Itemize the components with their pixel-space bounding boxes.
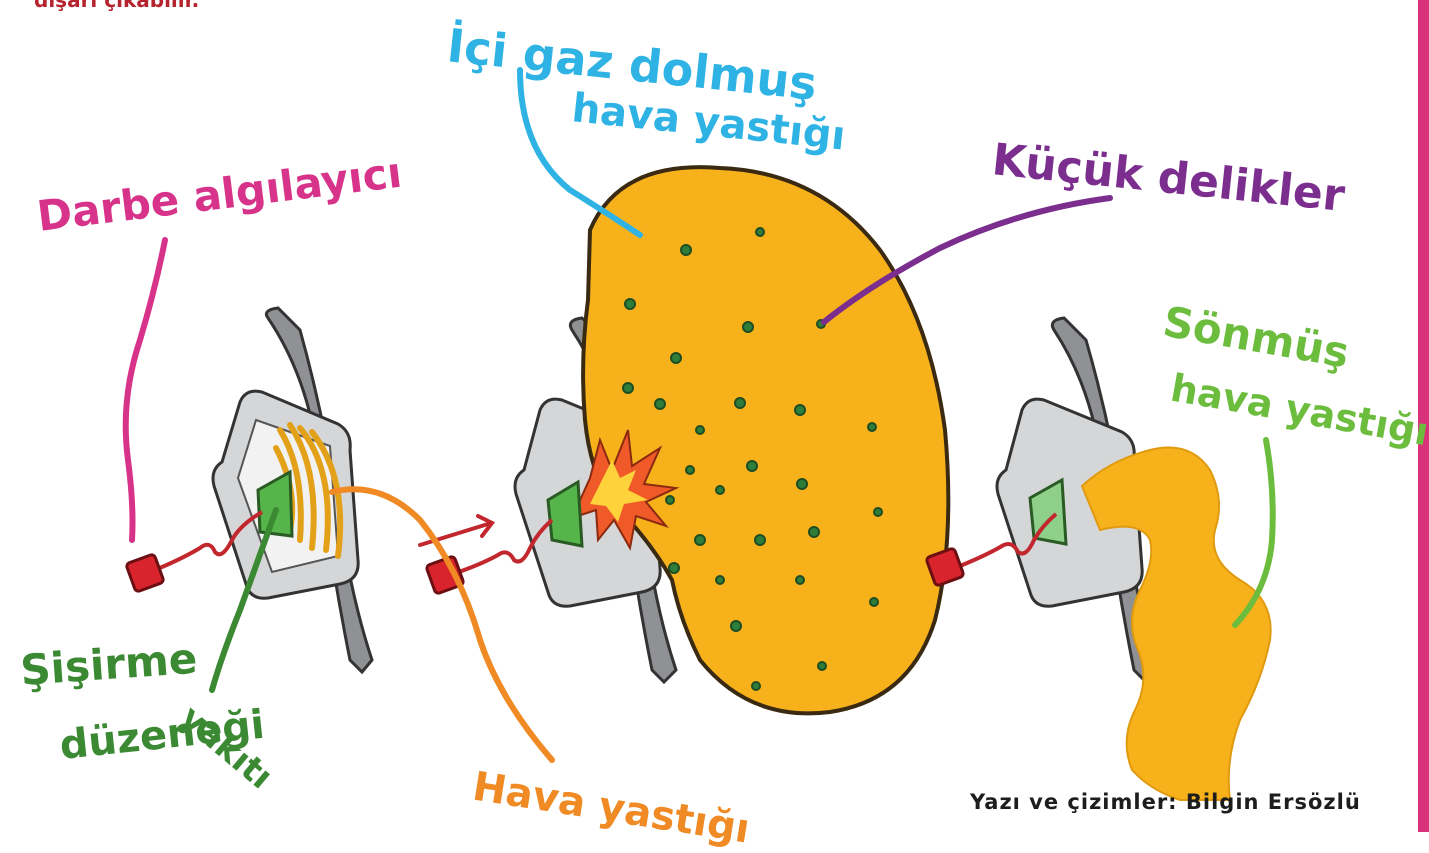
- label-inflator-line1: Şişirme: [19, 638, 199, 692]
- inflated-airbag: [583, 167, 948, 713]
- credit-line: Yazı ve çizimler: Bilgin Ersözlü: [970, 792, 1361, 813]
- stage-inflated: [420, 167, 948, 713]
- leader-airbag: [332, 489, 552, 760]
- impact-sensor-1: [126, 554, 164, 592]
- deflated-airbag: [1082, 448, 1271, 801]
- leader-impact-sensor: [126, 240, 165, 540]
- cutoff-text: dışarı çıkabilir.: [34, 0, 199, 10]
